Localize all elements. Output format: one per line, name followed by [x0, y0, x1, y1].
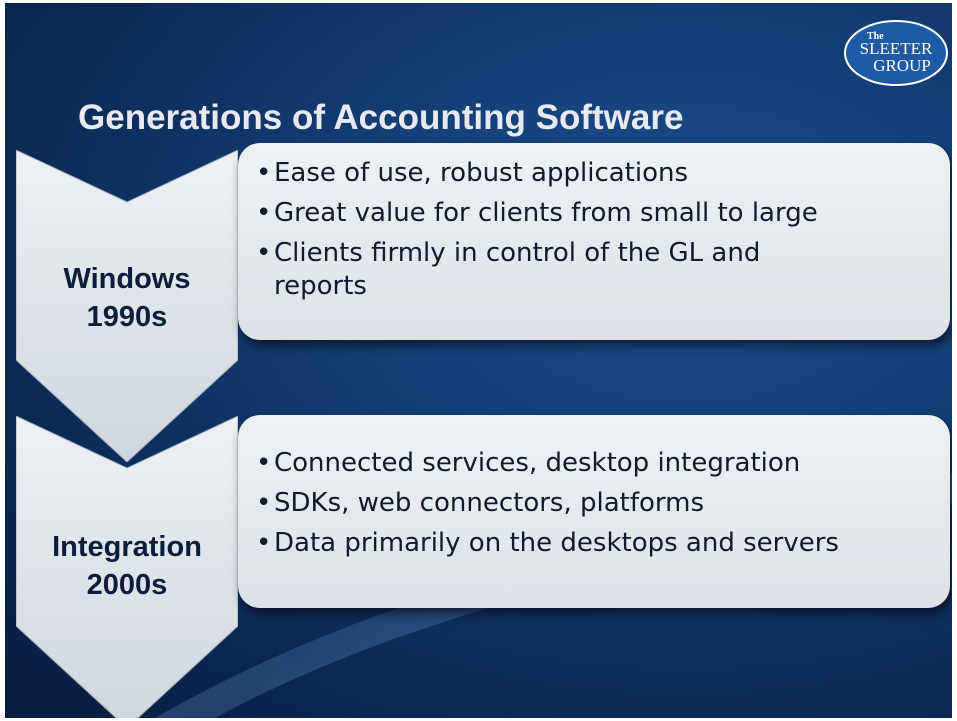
list-item: •Connected services, desktop integration	[256, 447, 938, 480]
logo-line1-text: SLEETER	[859, 39, 933, 58]
bullet-dot: •	[256, 198, 272, 228]
bullet-text: Clients firmly in control of the GL and	[274, 238, 761, 268]
list-item: •Data primarily on the desktops and serv…	[256, 527, 938, 560]
bullet-dot: •	[256, 238, 272, 268]
list-item: •SDKs, web connectors, platforms	[256, 487, 938, 520]
bullet-text: Ease of use, robust applications	[274, 158, 689, 188]
slide-title: Generations of Accounting Software	[78, 98, 684, 137]
slide: The SLEETER GROUP Generations of Account…	[5, 3, 952, 718]
logo-line2-text: GROUP	[873, 56, 931, 75]
logo-the-text: The	[867, 31, 884, 42]
generation-name: Windows	[63, 263, 191, 295]
bullet-list: •Connected services, desktop integration…	[256, 447, 938, 567]
bullet-text: SDKs, web connectors, platforms	[274, 488, 705, 518]
bullet-dot: •	[256, 448, 272, 478]
generation-label-windows: Windows 1990s	[16, 260, 238, 336]
bullet-dot: •	[256, 488, 272, 518]
list-item-continuation: reports	[256, 270, 938, 303]
generation-chevron-windows: Windows 1990s	[16, 150, 238, 462]
bullet-dot: •	[256, 528, 272, 558]
generation-box-windows: •Ease of use, robust applications •Great…	[238, 143, 950, 340]
sleeter-group-logo: The SLEETER GROUP	[843, 19, 949, 87]
chevron-shape	[16, 416, 238, 718]
list-item: •Clients firmly in control of the GL and	[256, 237, 938, 270]
chevron-shape	[16, 150, 238, 462]
generation-chevron-integration: Integration 2000s	[16, 416, 238, 718]
generation-box-integration: •Connected services, desktop integration…	[238, 415, 950, 608]
bullet-text: Great value for clients from small to la…	[274, 198, 818, 228]
generation-decade: 1990s	[86, 301, 168, 333]
generation-label-integration: Integration 2000s	[16, 528, 238, 604]
bullet-dot: •	[256, 158, 272, 188]
bullet-text: Data primarily on the desktops and serve…	[274, 528, 839, 558]
bullet-list: •Ease of use, robust applications •Great…	[256, 157, 938, 310]
list-item: •Great value for clients from small to l…	[256, 197, 938, 230]
list-item: •Ease of use, robust applications	[256, 157, 938, 190]
generation-decade: 2000s	[86, 569, 168, 601]
bullet-text: Connected services, desktop integration	[274, 448, 801, 478]
bullet-text: reports	[274, 271, 367, 301]
generation-name: Integration	[52, 531, 202, 563]
